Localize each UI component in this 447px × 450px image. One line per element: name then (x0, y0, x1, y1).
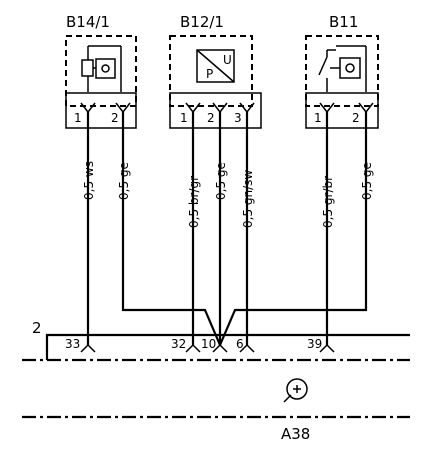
module-pin-6: 6 (236, 337, 244, 351)
pressure-symbol-p: P (206, 67, 213, 81)
wire-label-b14-1: 0,5 ws (82, 161, 96, 200)
pin-b14-1: 1 (74, 111, 82, 125)
pin-b14-2: 2 (111, 111, 119, 125)
component-label-b12: B12/1 (180, 13, 224, 31)
pin-b12-3: 3 (234, 111, 242, 125)
pin-b11-1: 1 (314, 111, 322, 125)
module-connector (45, 333, 410, 360)
wire-label-b14-2: 0,5 ge (117, 162, 131, 200)
wire-label-b12-3: 0,5 gn/sw (241, 170, 255, 228)
connector-b11 (305, 92, 379, 129)
connector-b12 (169, 92, 262, 129)
pressure-symbol-u: U (223, 53, 232, 67)
module-pin-32: 32 (171, 337, 186, 351)
ground-symbol-icon (283, 378, 308, 403)
wire-label-b12-2: 0,5 ge (214, 162, 228, 200)
module-pin-33: 33 (65, 337, 80, 351)
wire-label-b12-1: 0,5 br/gr (187, 176, 201, 228)
pin-b11-2: 2 (352, 111, 360, 125)
top-pin-chevrons (80, 102, 374, 114)
pin-b12-1: 1 (180, 111, 188, 125)
component-label-b14: B14/1 (66, 13, 110, 31)
pin-b12-2: 2 (207, 111, 215, 125)
wire-label-b11-2: 0,5 ge (360, 162, 374, 200)
module-pin-10: 10 (201, 337, 216, 351)
wires (86, 112, 368, 346)
module-pin-chevrons (80, 343, 335, 353)
module-pin-39: 39 (307, 337, 322, 351)
module-label: A38 (281, 425, 310, 443)
component-b11 (305, 35, 379, 107)
connector-label: 2 (32, 319, 42, 337)
component-b12: P U (169, 35, 253, 107)
component-b14 (65, 35, 137, 107)
wire-label-b11-1: 0,5 gr/br (321, 176, 335, 228)
connector-b14 (65, 92, 137, 129)
component-label-b11: B11 (329, 13, 358, 31)
